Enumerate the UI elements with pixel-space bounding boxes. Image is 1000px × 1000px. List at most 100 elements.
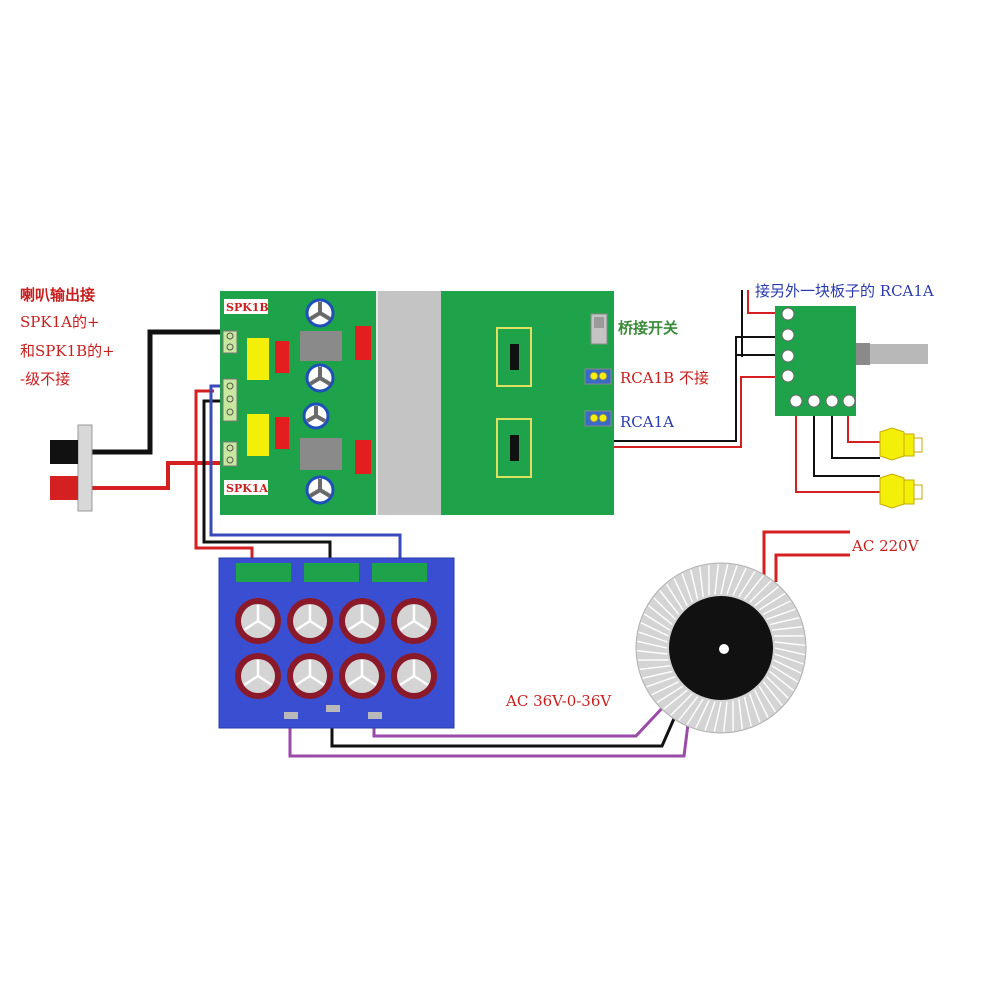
ac-input-pin	[326, 705, 340, 712]
filter-capacitor	[339, 653, 385, 699]
resistor	[355, 326, 371, 360]
rca-jack	[879, 473, 923, 509]
note-line: SPK1A的+	[20, 313, 100, 331]
winding-line	[656, 685, 684, 704]
resistor	[355, 440, 371, 474]
winding-line	[769, 670, 794, 691]
capacitor	[247, 414, 269, 456]
winding-line	[758, 592, 786, 611]
winding-line	[754, 586, 779, 607]
winding-line	[723, 701, 728, 733]
rca-jack	[879, 427, 923, 461]
potentiometer-shaft	[870, 344, 928, 364]
winding-line	[771, 626, 803, 631]
winding-line	[638, 631, 668, 643]
amplifier-board	[220, 291, 614, 515]
spk1a-header	[222, 441, 238, 467]
filter-capacitor	[287, 598, 333, 644]
filter-capacitor	[391, 598, 437, 644]
rca-jack-wires	[795, 404, 880, 493]
winding-line	[639, 665, 671, 670]
amp-chip	[300, 331, 342, 361]
filter-capacitor	[391, 653, 437, 699]
spk1b-text: SPK1B	[226, 301, 269, 314]
winding-line	[686, 698, 704, 726]
winding-line	[646, 676, 676, 688]
winding-line	[749, 693, 761, 723]
fuse-holder	[496, 327, 532, 387]
winding-line	[704, 701, 716, 731]
filter-capacitor	[235, 653, 281, 699]
rca1b-label: RCA1B 不接	[620, 369, 709, 387]
filter-capacitor	[235, 598, 281, 644]
speaker-terminal	[50, 424, 93, 512]
speaker-black-wire	[90, 329, 222, 455]
terminal-block	[304, 563, 359, 582]
winding-line	[758, 685, 777, 713]
bridge-switch	[590, 313, 608, 345]
winding-line	[695, 700, 710, 729]
filter-capacitor	[339, 598, 385, 644]
mains-wires	[762, 530, 850, 582]
winding-line	[663, 689, 688, 710]
ac-input-pin	[284, 712, 298, 719]
winding-line	[699, 566, 704, 598]
winding-line	[773, 659, 802, 674]
spk1b-label: SPK1B	[224, 299, 269, 314]
note-line: 和SPK1B的+	[20, 342, 115, 360]
terminal-block	[236, 563, 291, 582]
capacitor	[275, 417, 289, 449]
rca1a-header	[584, 410, 612, 427]
winding-line	[743, 575, 764, 600]
winding-line	[732, 567, 747, 596]
ac-mains-label: AC 220V	[851, 537, 920, 555]
winding-line	[726, 565, 738, 595]
rca1a-label: RCA1A	[620, 413, 674, 431]
potentiometer-body	[856, 343, 870, 365]
toroidal-transformer	[635, 562, 807, 734]
winding-line	[774, 647, 805, 656]
note-line: 喇叭输出接	[20, 286, 95, 304]
winding-line	[648, 605, 673, 626]
electrolytic-capacitor	[305, 363, 335, 393]
rca1b-header	[584, 368, 612, 385]
winding-line	[640, 622, 669, 637]
bridge-switch-label: 桥接开关	[618, 319, 678, 337]
note-line: -级不接	[20, 370, 70, 388]
winding-line	[743, 696, 752, 727]
ac-input-pin	[368, 712, 382, 719]
winding-line	[653, 597, 676, 620]
winding-line	[636, 650, 668, 655]
winding-line	[738, 698, 743, 730]
spk1a-text: SPK1A	[226, 482, 268, 495]
capacitor	[247, 338, 269, 380]
power-supply-board	[218, 557, 455, 729]
winding-line	[714, 563, 719, 595]
terminal-block	[372, 563, 427, 582]
winding-line	[769, 617, 800, 626]
electrolytic-capacitor	[305, 298, 335, 328]
heatsink	[378, 291, 441, 515]
spk1a-label: SPK1A	[224, 480, 268, 495]
winding-line	[749, 580, 772, 603]
electrolytic-capacitor	[305, 475, 335, 505]
winding-line	[670, 693, 693, 716]
winding-line	[673, 578, 688, 607]
winding-line	[642, 670, 673, 679]
winding-line	[690, 569, 699, 600]
volume-potentiometer-board	[775, 306, 928, 416]
winding-line	[738, 570, 756, 598]
winding-line	[659, 590, 680, 615]
winding-line	[720, 564, 729, 595]
winding-line	[762, 600, 791, 615]
winding-line	[762, 681, 783, 706]
winding-line	[681, 573, 693, 603]
psu-supply-wires	[194, 384, 402, 568]
power-header	[222, 378, 238, 422]
winding-line	[754, 689, 769, 718]
amp-chip	[300, 438, 342, 470]
winding-line	[637, 640, 668, 649]
winding-line	[774, 653, 804, 665]
speaker-red-wire	[90, 461, 230, 490]
